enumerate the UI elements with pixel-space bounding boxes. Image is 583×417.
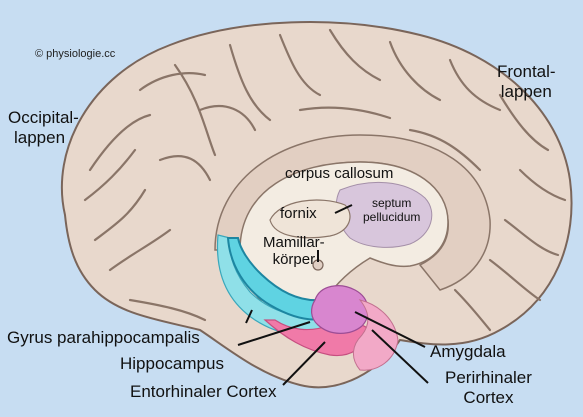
septum-label-line1: septum — [372, 196, 412, 210]
mamillar-label-line2: körper — [272, 251, 316, 269]
brain-sulci — [83, 28, 567, 332]
leader-lines — [237, 204, 429, 386]
hippocampus-label: Hippocampus — [120, 354, 224, 373]
copyright-text: © physiologie.cc — [35, 48, 116, 60]
perirhinal-cortex-label: Perirhinaler Cortex — [445, 368, 532, 407]
frontal-label-line1: Frontal- — [497, 62, 556, 81]
occipital-label-line2: lappen — [14, 127, 66, 147]
entorhinal-cortex-label: Entorhinaler Cortex — [130, 382, 277, 401]
amygdala-label: Amygdala — [430, 342, 506, 361]
mamillary-body-label: Mamillar- körper — [263, 234, 325, 269]
septum-label-line2: pellucidum — [363, 209, 421, 224]
septum-pellucidum-label: septum pellucidum — [363, 196, 421, 225]
parahippocampal-gyrus-label: Gyrus parahippocampalis — [7, 328, 200, 347]
perirhinal-label-line2: Cortex — [463, 387, 514, 407]
occipital-label-line1: Occipital- — [8, 108, 79, 127]
frontal-label-line2: lappen — [500, 81, 552, 101]
fornix-label: fornix — [280, 205, 317, 222]
amygdala-shape — [311, 285, 369, 334]
occipital-lobe-label: Occipital- lappen — [8, 108, 79, 147]
frontal-lobe-label: Frontal- lappen — [497, 62, 556, 101]
perirhinal-label-line1: Perirhinaler — [445, 368, 532, 387]
perirhinal-cortex — [353, 299, 399, 371]
fornix-shape — [269, 199, 351, 239]
mamillar-label-line1: Mamillar- — [263, 234, 325, 251]
corpus-callosum-label: corpus callosum — [285, 165, 394, 182]
